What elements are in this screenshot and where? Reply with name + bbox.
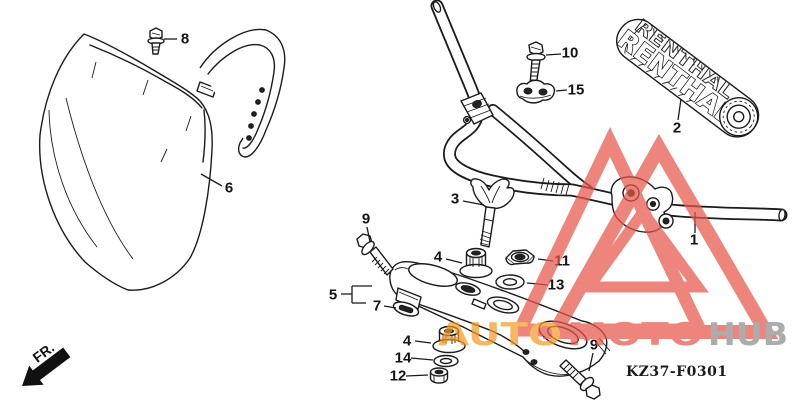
hex-nut-11 (505, 249, 535, 266)
nut-12 (429, 367, 449, 384)
bar-end-left (432, 1, 442, 13)
pad-texture (630, 28, 719, 103)
plate-bolt (147, 27, 165, 55)
pad-end-cap (719, 97, 759, 137)
bar-end-right (778, 208, 786, 222)
front-direction-arrow: FR. (22, 339, 71, 387)
grip-pad: RENTHAL RENTHAL (611, 15, 760, 138)
bar-holder-upper (516, 79, 556, 104)
handle-holder-stem (470, 178, 515, 248)
cone-nut-upper (459, 247, 493, 279)
bar-holder-upper-on-bar (460, 92, 494, 125)
clamp-bolt-left (356, 233, 394, 276)
plate-strap (199, 28, 286, 158)
pad-clamp-bolt (526, 41, 546, 87)
washer-14 (433, 354, 459, 368)
cone-nut-lower (432, 325, 466, 354)
triple-clamp (389, 261, 611, 377)
washer-13 (495, 274, 525, 290)
stopper-plate-7 (392, 301, 420, 317)
clamp-bolt-right (559, 359, 601, 400)
clamp-bar-hole-left (408, 263, 458, 287)
number-plate (38, 28, 286, 291)
bar-center-mount (610, 176, 674, 233)
plate-slot (196, 81, 217, 98)
part-code: KZ37-F0301 (626, 364, 728, 380)
